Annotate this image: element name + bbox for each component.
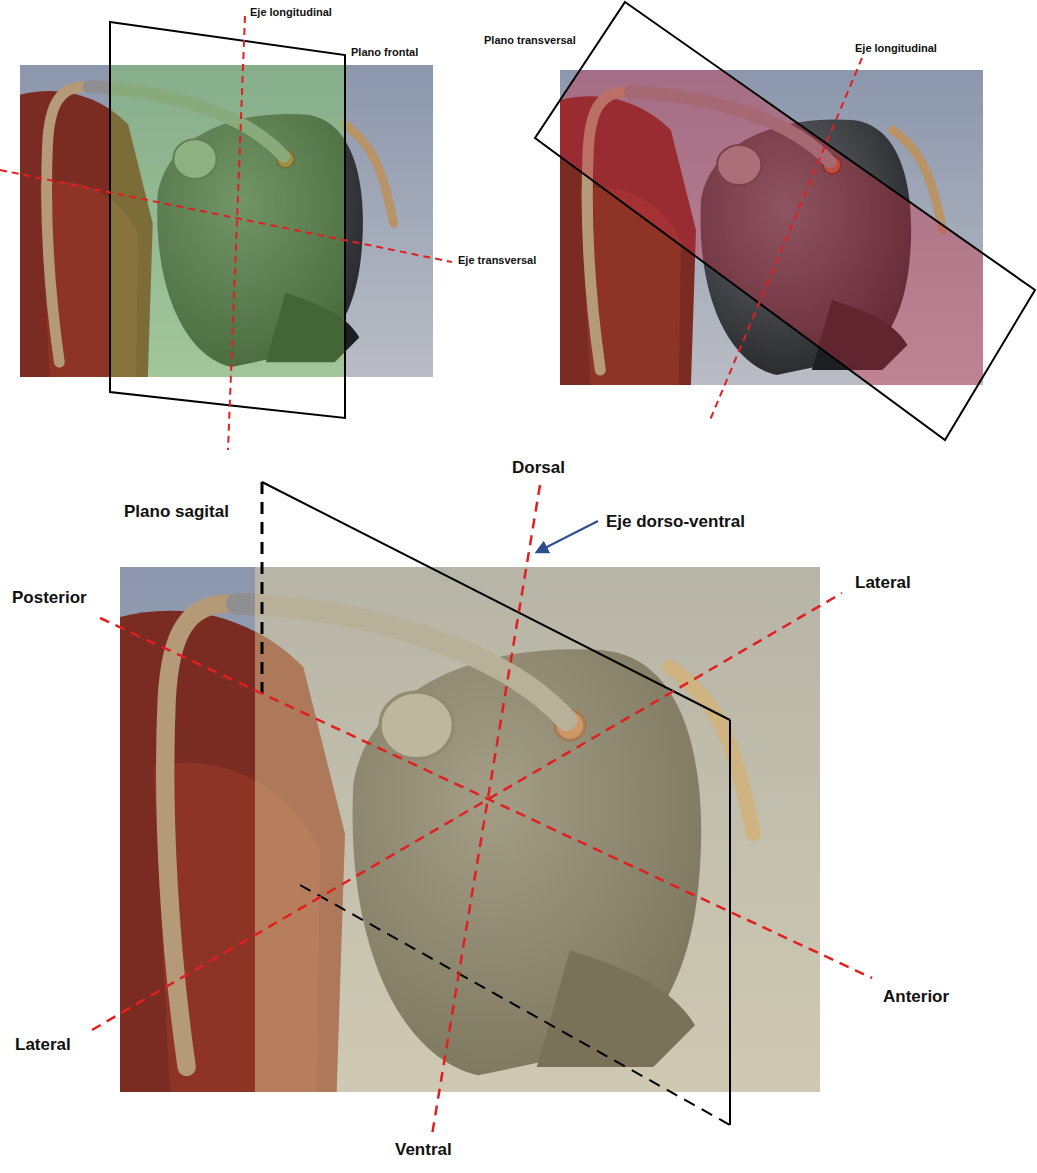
frontal-panel xyxy=(0,16,452,450)
axis-label: Anterior xyxy=(881,987,951,1007)
axis-label: Plano sagital xyxy=(122,502,231,522)
axis-label: Plano frontal xyxy=(349,46,420,59)
transverse-panel xyxy=(535,2,1035,440)
axis-label: Eje transversal xyxy=(456,254,538,267)
axis-label: Ventral xyxy=(393,1140,454,1160)
axis-label: Lateral xyxy=(13,1035,73,1055)
axis-label: Dorsal xyxy=(510,458,567,478)
axis-label: Posterior xyxy=(10,588,89,608)
axis-label: Lateral xyxy=(853,573,913,593)
axis-label: Plano transversal xyxy=(482,34,578,47)
axis-label: Eje dorso-ventral xyxy=(604,512,747,532)
axis-label: Eje longitudinal xyxy=(248,6,334,19)
sagittal-panel xyxy=(92,482,872,1135)
axis-label: Eje longitudinal xyxy=(853,42,939,55)
